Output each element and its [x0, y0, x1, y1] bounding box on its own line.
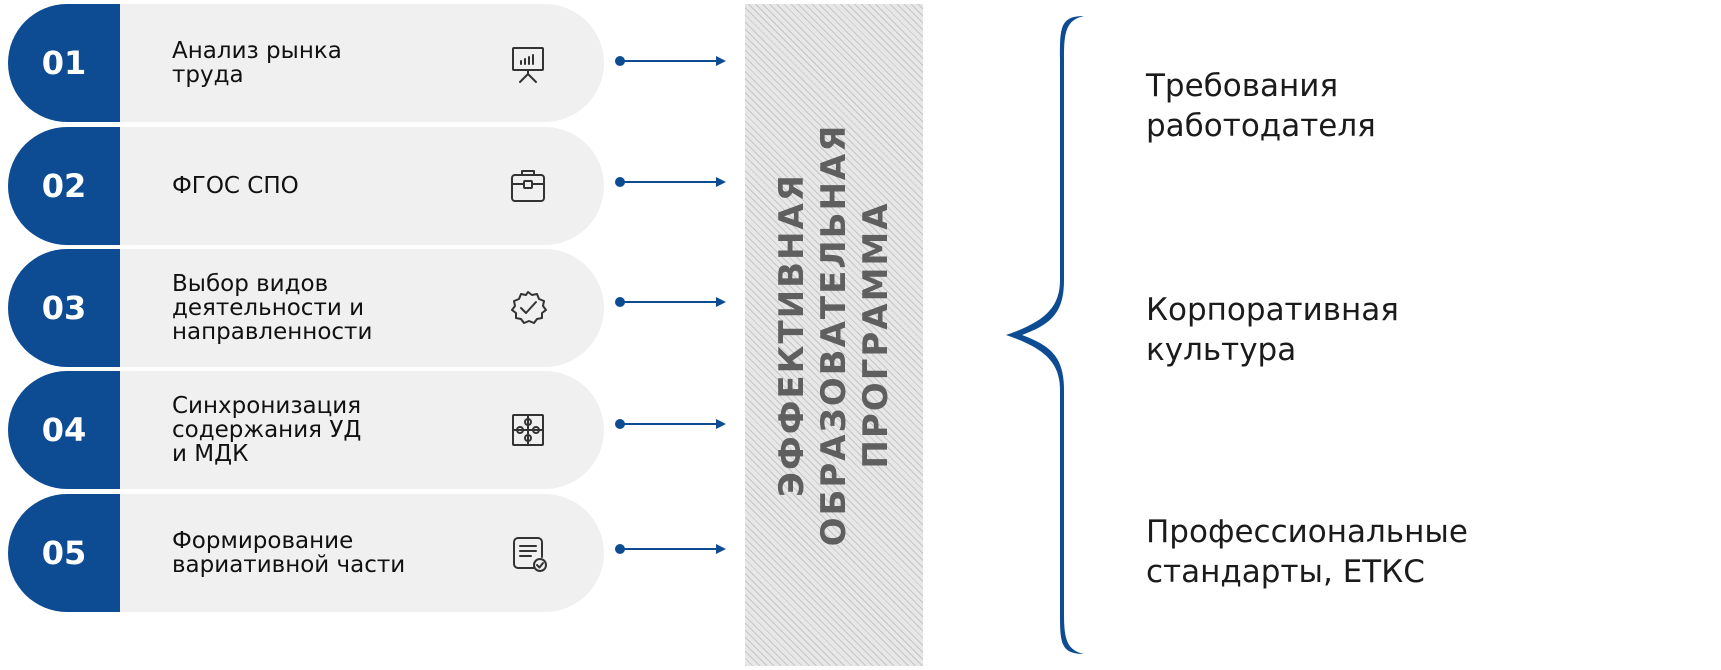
requirement-employer: Требования работодателя [1146, 68, 1376, 144]
step-04: 04 Синхронизация содержания УД и МДК [8, 371, 604, 489]
program-banner: ЭФФЕКТИВНАЯ ОБРАЗОВАТЕЛЬНАЯ ПРОГРАММА [745, 4, 923, 666]
step-card [68, 127, 604, 245]
check-badge-icon [504, 284, 552, 332]
step-02: 02 ФГОС СПО [8, 127, 604, 245]
step-number-badge: 04 [8, 371, 120, 489]
step-01: 01 Анализ рынка труда [8, 4, 604, 122]
step-number-badge: 03 [8, 249, 120, 367]
banner-title: ЭФФЕКТИВНАЯ ОБРАЗОВАТЕЛЬНАЯ ПРОГРАММА [771, 124, 897, 547]
connector-arrow [612, 174, 728, 190]
document-check-icon [504, 529, 552, 577]
requirement-professional-standards: Профессиональные стандарты, ЕТКС [1146, 514, 1468, 590]
puzzle-icon [504, 406, 552, 454]
step-label: Выбор видов деятельности и направленност… [172, 271, 373, 345]
requirement-corporate-culture: Корпоративная культура [1146, 292, 1399, 368]
connector-arrow [612, 416, 728, 432]
presentation-chart-icon [504, 39, 552, 87]
step-label: Формирование вариативной части [172, 528, 406, 578]
connector-arrow [612, 53, 728, 69]
banner-line: ПРОГРАММА [856, 201, 896, 469]
step-label: ФГОС СПО [172, 173, 299, 199]
connector-arrow [612, 294, 728, 310]
step-number-badge: 01 [8, 4, 120, 122]
step-05: 05 Формирование вариативной части [8, 494, 604, 612]
connector-arrow [612, 541, 728, 557]
step-card [68, 4, 604, 122]
banner-line: ОБРАЗОВАТЕЛЬНАЯ [814, 123, 854, 547]
step-number-badge: 05 [8, 494, 120, 612]
curly-brace [1006, 16, 1084, 654]
step-number-badge: 02 [8, 127, 120, 245]
step-03: 03 Выбор видов деятельности и направленн… [8, 249, 604, 367]
step-label: Анализ рынка труда [172, 38, 342, 88]
briefcase-icon [504, 162, 552, 210]
banner-line: ЭФФЕКТИВНАЯ [772, 173, 812, 497]
step-label: Синхронизация содержания УД и МДК [172, 393, 362, 467]
